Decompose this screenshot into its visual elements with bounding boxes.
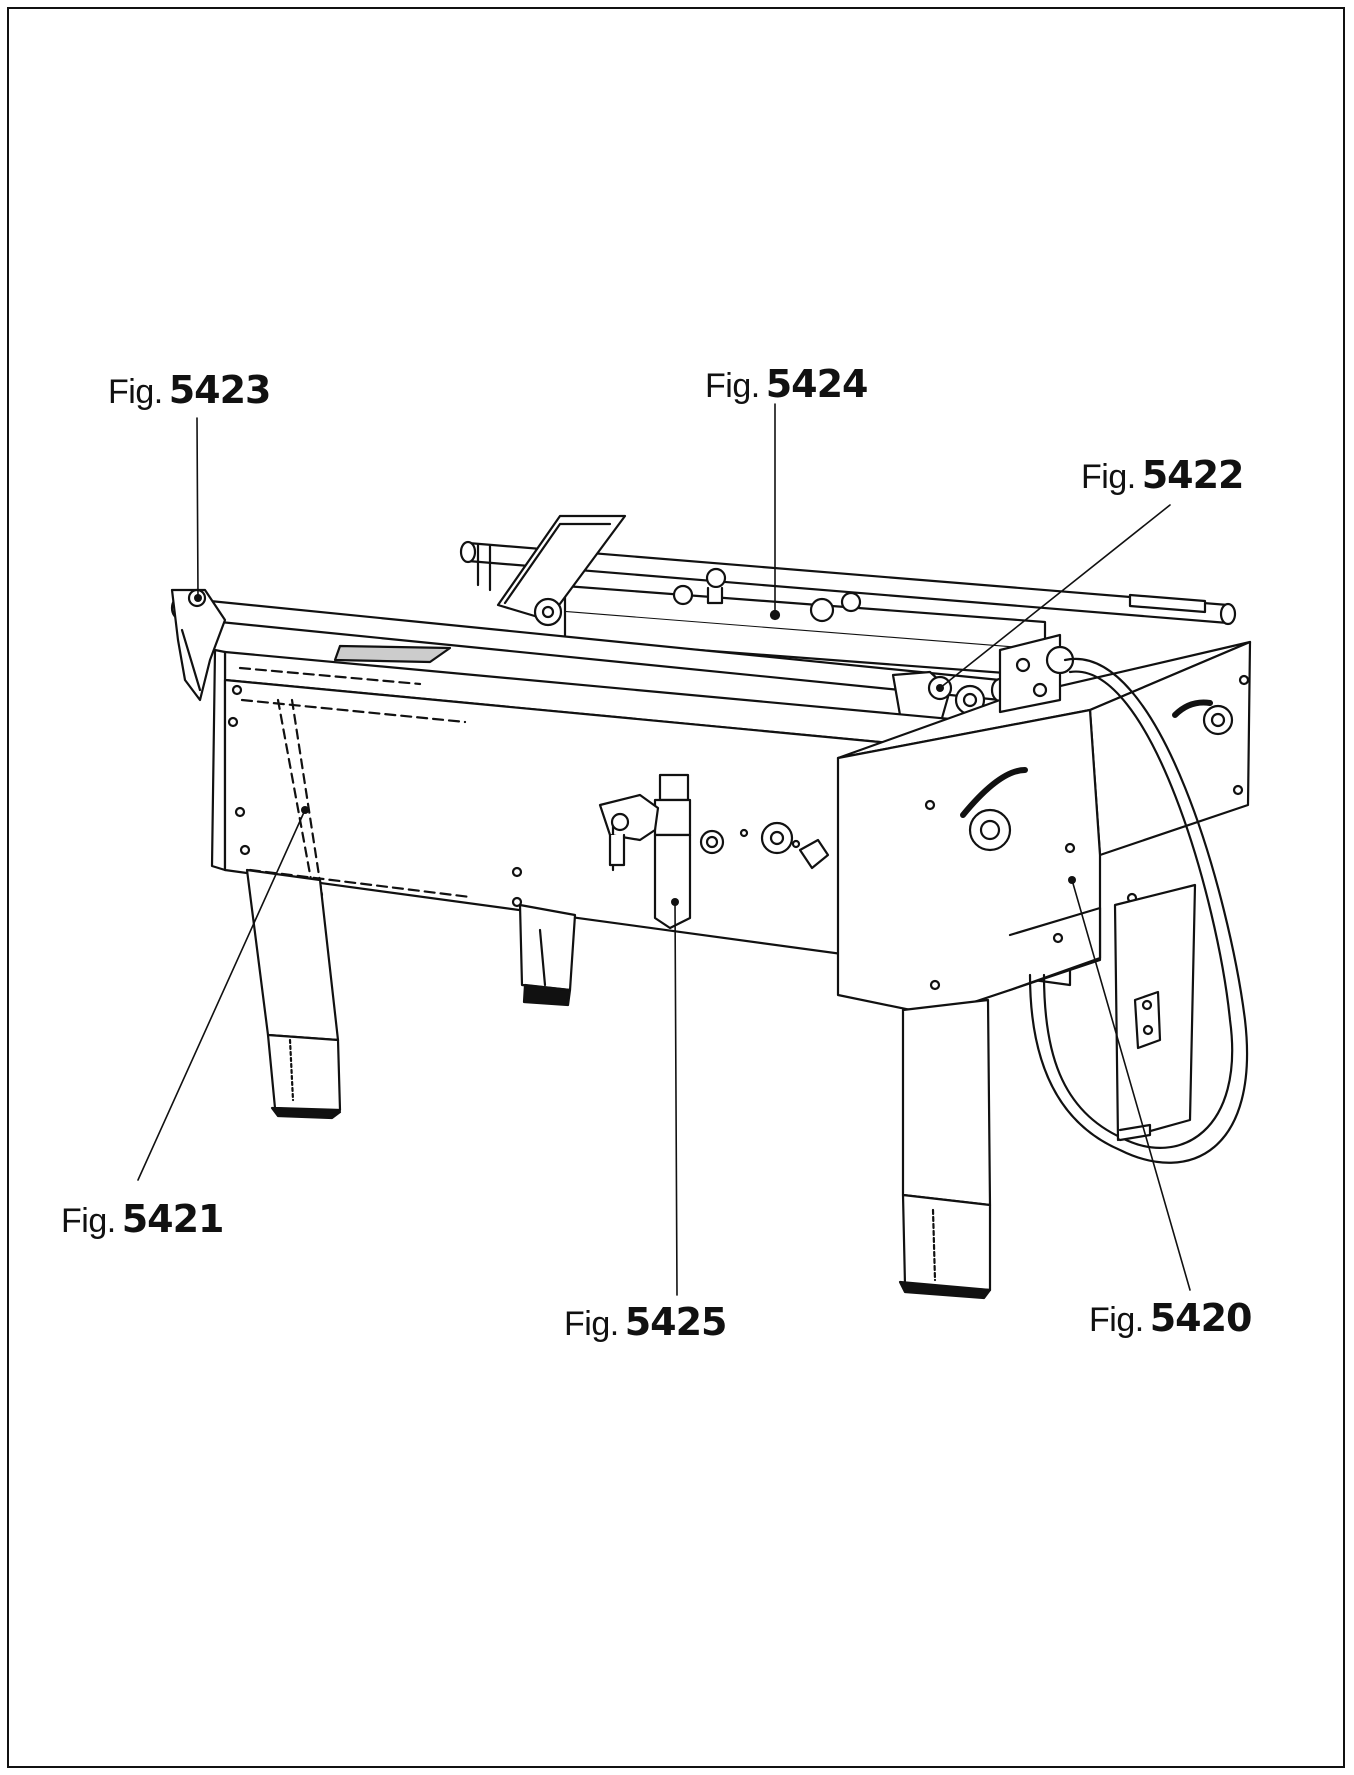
callout-prefix: Fig.: [705, 367, 760, 405]
back-rail: [459, 540, 1237, 626]
end-box: [836, 640, 1252, 1017]
callout-prefix: Fig.: [1089, 1301, 1144, 1339]
filter-regulator: [598, 773, 830, 930]
leader-lines: [137, 403, 1191, 1296]
callout-fig-5423: Fig.5423: [108, 368, 272, 412]
callout-prefix: Fig.: [564, 1305, 619, 1343]
callout-fig-5425: Fig.5425: [564, 1300, 728, 1344]
callout-number: 5422: [1141, 453, 1245, 497]
callout-number: 5424: [765, 362, 869, 406]
callout-number: 5420: [1149, 1296, 1253, 1340]
leg-front-left: [245, 868, 342, 1120]
valve-block: [998, 633, 1075, 714]
left-bracket: [170, 588, 227, 702]
callout-fig-5424: Fig.5424: [705, 362, 869, 406]
air-hose: [1028, 657, 1249, 1164]
callout-number: 5421: [121, 1197, 225, 1241]
callout-number: 5423: [168, 368, 272, 412]
leg-middle: [518, 903, 577, 1007]
callout-prefix: Fig.: [108, 373, 163, 411]
callout-number: 5425: [624, 1300, 728, 1344]
callout-fig-5422: Fig.5422: [1081, 453, 1245, 497]
callout-prefix: Fig.: [61, 1202, 116, 1240]
lever-plate: [496, 514, 627, 627]
leg-front-right: [898, 998, 992, 1300]
callout-fig-5421: Fig.5421: [61, 1197, 225, 1241]
callout-fig-5420: Fig.5420: [1089, 1296, 1253, 1340]
leg-rear-right: [1113, 883, 1197, 1142]
callout-prefix: Fig.: [1081, 458, 1136, 496]
